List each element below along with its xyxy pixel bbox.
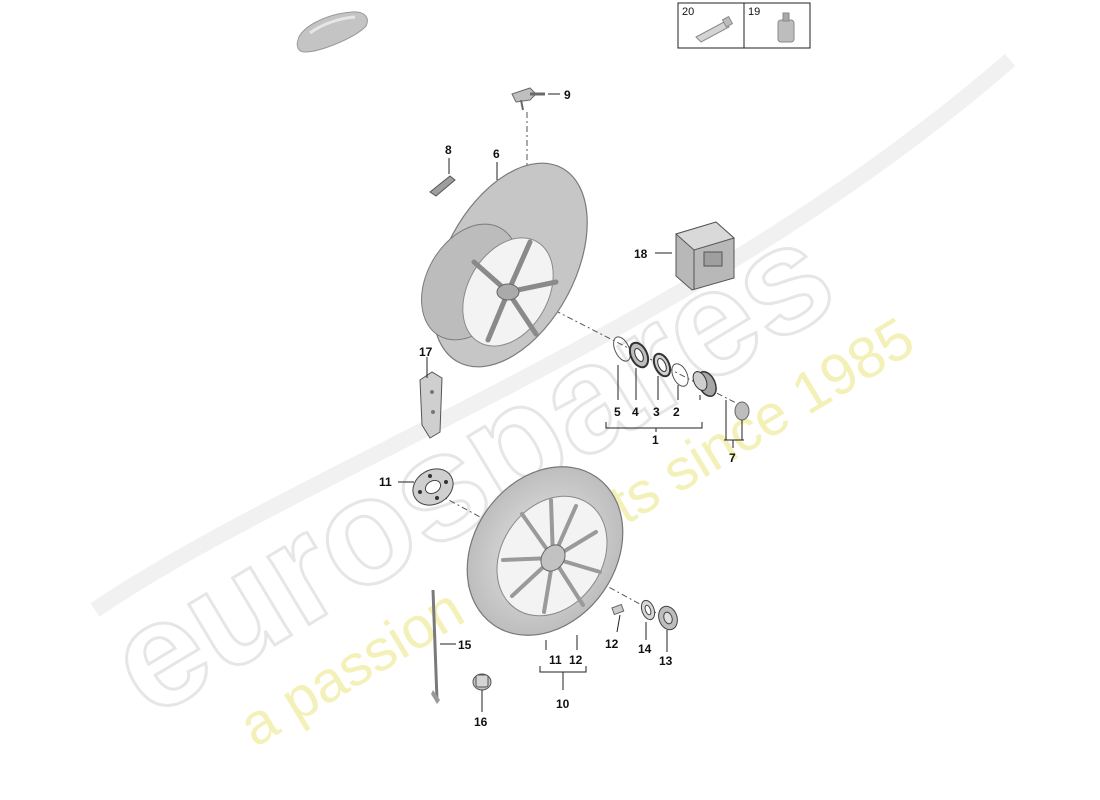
spacer-ring-3 — [652, 352, 672, 378]
bottle-icon — [777, 12, 795, 43]
callout-12: 12 — [605, 637, 619, 651]
watermark-swoosh — [90, 53, 1016, 617]
callout-8: 8 — [445, 143, 452, 157]
washer — [640, 599, 656, 621]
hub-nut — [658, 605, 678, 631]
seal-ring-2 — [671, 363, 689, 387]
callout-13: 13 — [659, 654, 673, 668]
control-module — [674, 221, 736, 291]
callout-2: 2 — [673, 405, 680, 419]
callout-14: 14 — [638, 642, 652, 656]
callout-labels: 9 8 6 18 17 5 4 3 2 1 7 11 12 14 13 15 1… — [379, 88, 736, 729]
bracket — [419, 371, 443, 439]
callout-6: 6 — [493, 147, 500, 161]
center-cap — [734, 401, 750, 421]
inset-box: 20 19 — [677, 2, 811, 49]
leader-lines — [398, 93, 744, 712]
callout-16: 16 — [474, 715, 488, 729]
balance-weight — [429, 175, 456, 197]
callout-12: 12 — [569, 653, 583, 667]
callout-11: 11 — [549, 653, 562, 667]
wheel-hub-nut — [692, 370, 717, 398]
bearing-4 — [628, 341, 650, 369]
callout-10: 10 — [556, 697, 570, 711]
car-silhouette-icon — [296, 11, 368, 53]
callout-4: 4 — [632, 405, 639, 419]
inset-item-number: 20 — [682, 6, 694, 18]
callout-11: 11 — [379, 475, 392, 489]
callout-9: 9 — [564, 88, 571, 102]
complete-wheel — [466, 466, 624, 636]
alloy-rim — [421, 162, 588, 368]
callout-1: 1 — [652, 433, 659, 447]
plug — [472, 673, 492, 691]
callout-15: 15 — [458, 638, 472, 652]
callout-5: 5 — [614, 405, 621, 419]
callout-7: 7 — [729, 451, 736, 465]
valve-tool — [431, 589, 440, 704]
grease-tube-icon — [695, 15, 734, 43]
seal-ring-5 — [613, 336, 631, 362]
inset-item-number: 19 — [748, 6, 760, 18]
tpms-valve-sensor — [511, 87, 545, 111]
callout-18: 18 — [634, 247, 648, 261]
wheel-bolt — [611, 603, 625, 616]
wheel-spacer — [412, 468, 454, 506]
callout-17: 17 — [419, 345, 433, 359]
callout-3: 3 — [653, 405, 660, 419]
